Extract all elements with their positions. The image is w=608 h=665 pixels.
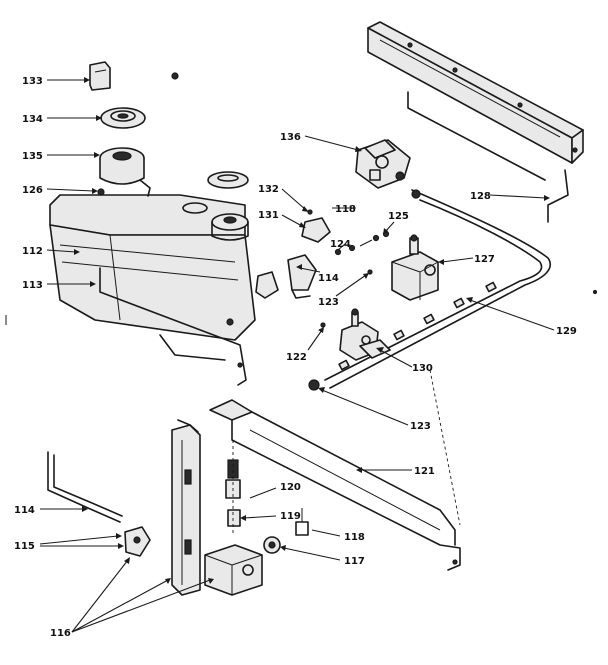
label-126: 126 <box>22 185 43 196</box>
label-125: 125 <box>388 211 409 222</box>
label-121: 121 <box>414 466 435 477</box>
label-124: 124 <box>330 239 351 250</box>
label-123-upper: 123 <box>318 297 339 308</box>
label-133: 133 <box>22 76 43 87</box>
center-burners <box>182 171 390 328</box>
label-122: 122 <box>286 352 307 363</box>
label-135: 135 <box>22 151 43 162</box>
label-130: 130 <box>412 363 433 374</box>
lower-bracket <box>47 419 309 596</box>
burner-parts <box>89 61 179 197</box>
valve-136 <box>355 139 411 189</box>
label-128: 128 <box>470 191 491 202</box>
label-112: 112 <box>22 246 43 257</box>
misc-marks <box>5 289 598 526</box>
label-120: 120 <box>280 482 301 493</box>
label-113: 113 <box>22 280 43 291</box>
label-123-lower: 123 <box>410 421 431 432</box>
label-127: 127 <box>474 254 495 265</box>
label-119: 119 <box>280 511 301 522</box>
valve-130 <box>339 308 391 361</box>
label-115: 115 <box>14 541 35 552</box>
long-bracket <box>209 399 461 571</box>
label-117: 117 <box>344 556 365 567</box>
label-116: 116 <box>50 628 71 639</box>
label-136: 136 <box>280 132 301 143</box>
leader-lines <box>39 77 555 633</box>
label-129: 129 <box>556 326 577 337</box>
part-labels: 133 134 135 126 112 113 136 132 131 118 … <box>14 76 577 639</box>
label-118-upper: 118 <box>335 204 356 215</box>
label-118-lower: 118 <box>344 532 365 543</box>
label-114-upper: 114 <box>318 273 339 284</box>
label-114-lower: 114 <box>14 505 35 516</box>
valve-127 <box>391 234 439 301</box>
label-132: 132 <box>258 184 279 195</box>
burner-box <box>49 194 256 386</box>
label-134: 134 <box>22 114 43 125</box>
manifold-bracket <box>367 21 584 223</box>
label-131: 131 <box>258 210 279 221</box>
